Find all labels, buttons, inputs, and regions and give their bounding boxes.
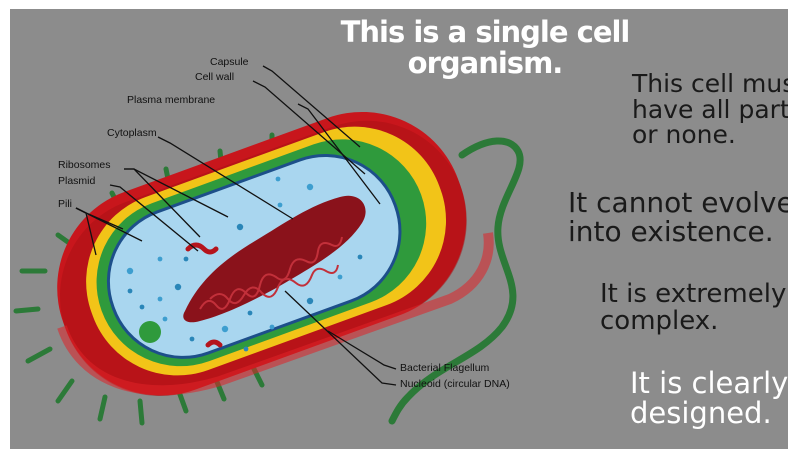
label-plasmid: Plasmid — [58, 175, 96, 187]
ribosome — [163, 317, 168, 322]
statement-line: It is clearly — [630, 369, 788, 399]
ribosome — [270, 325, 275, 330]
ribosome — [307, 184, 313, 190]
inclusion-body — [139, 321, 161, 343]
statement-designed: It is clearly designed. — [630, 369, 788, 428]
statement-line: designed. — [630, 399, 788, 429]
ribosome — [244, 347, 249, 352]
statement-line: into existence. — [568, 218, 788, 247]
pilus — [16, 309, 38, 311]
ribosome — [338, 275, 343, 280]
headline: This is a single cell organism. — [340, 17, 630, 80]
ribosome — [237, 224, 243, 230]
label-cytoplasm: Cytoplasm — [107, 127, 157, 139]
statement-cannot-evolve: It cannot evolve into existence. — [568, 189, 788, 246]
ribosome — [278, 203, 283, 208]
label-flagellum: Bacterial Flagellum — [400, 362, 490, 374]
statement-line: complex. — [600, 308, 786, 335]
statement-line: or none. — [632, 122, 788, 148]
ribosome — [307, 298, 313, 304]
ribosome — [358, 255, 363, 260]
statement-line: It cannot evolve — [568, 189, 788, 218]
label-pili: Pili — [58, 198, 72, 210]
slide: Capsule Cell wall Plasma membrane Cytopl… — [10, 9, 788, 449]
pilus — [140, 401, 142, 423]
label-nucleoid: Nucleoid (circular DNA) — [400, 378, 510, 390]
statement-line: It is extremely — [600, 281, 786, 308]
plasmid-2 — [208, 342, 220, 345]
ribosome — [128, 289, 133, 294]
statement-line: This cell must — [632, 71, 788, 97]
label-plasma-membrane: Plasma membrane — [127, 94, 215, 106]
ribosome — [127, 268, 133, 274]
ribosome — [158, 257, 163, 262]
ribosome — [190, 337, 195, 342]
ribosome — [222, 326, 228, 332]
ribosome — [248, 311, 253, 316]
ribosome — [158, 297, 163, 302]
ribosome — [276, 177, 281, 182]
ribosome — [184, 257, 189, 262]
statement-line: have all parts — [632, 97, 788, 123]
ribosome — [175, 284, 181, 290]
label-capsule: Capsule — [210, 56, 249, 68]
pilus — [58, 381, 72, 401]
pilus — [100, 397, 105, 419]
statement-complex: It is extremely complex. — [600, 281, 786, 334]
label-ribosomes: Ribosomes — [58, 159, 111, 171]
ribosome — [140, 305, 145, 310]
headline-line-1: This is a single cell — [340, 17, 630, 48]
headline-line-2: organism. — [340, 48, 630, 79]
label-cell-wall: Cell wall — [195, 71, 234, 83]
pilus — [28, 349, 50, 361]
statement-all-parts: This cell must have all parts or none. — [632, 71, 788, 148]
